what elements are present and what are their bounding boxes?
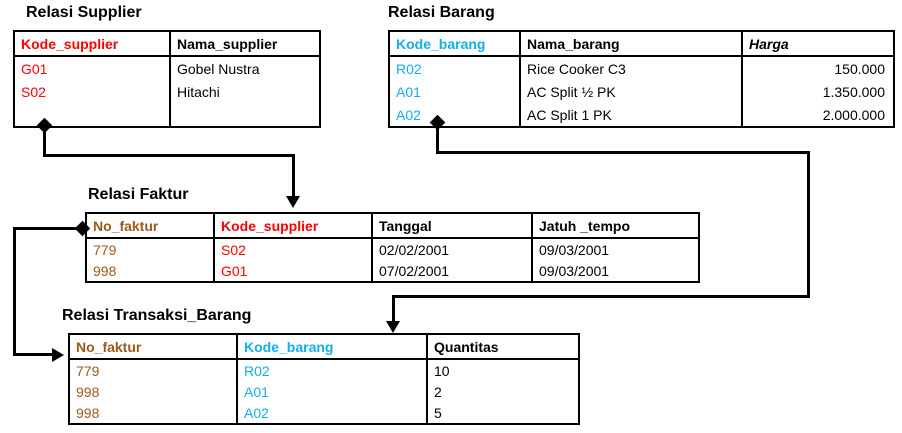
cell-kode-supplier: G01 [213, 260, 372, 281]
faktur-title: Relasi Faktur [88, 186, 189, 203]
cell-kode-supplier: S02 [21, 83, 46, 100]
cell-harga: 150.000 [741, 56, 893, 81]
col-header-kode-supplier: Kode_supplier [15, 32, 170, 57]
connector-segment [807, 151, 810, 298]
table-row: S02 Hitachi [15, 80, 319, 104]
cell-tanggal: 02/02/2001 [371, 238, 532, 260]
relationship-arrowhead-transaksi-no-faktur [52, 348, 64, 362]
table-header-row: Kode_supplier Nama_supplier [15, 32, 319, 57]
table-row: R02 Rice Cooker C3 150.000 [390, 56, 893, 81]
col-header-quantitas: Quantitas [426, 335, 578, 360]
relationship-arrowhead-transaksi-kode-barang [386, 321, 400, 333]
col-header-nama-supplier: Nama_supplier [169, 32, 319, 57]
cell-quantitas: 5 [426, 402, 578, 423]
cell-harga: 2.000.000 [741, 103, 893, 126]
col-header-kode-barang: Kode_barang [390, 32, 520, 57]
connector-segment [13, 227, 81, 230]
cell-jatuh-tempo: 09/03/2001 [531, 260, 698, 281]
cell-jatuh-tempo: 09/03/2001 [531, 238, 698, 260]
cell-no-faktur: 998 [76, 383, 100, 400]
table-relasi-supplier: Kode_supplier Nama_supplier G01 Gobel Nu… [13, 30, 321, 128]
connector-segment [292, 154, 295, 196]
cell-no-faktur: 779 [93, 241, 117, 258]
table-row: A02 AC Split 1 PK 2.000.000 [390, 103, 893, 126]
table-header-row: No_faktur Kode_barang Quantitas [70, 335, 578, 360]
cell-kode-supplier: G01 [21, 60, 48, 77]
table-row: A01 AC Split ½ PK 1.350.000 [390, 80, 893, 104]
table-relasi-barang: Kode_barang Nama_barang Harga R02 Rice C… [388, 30, 895, 128]
table-row: G01 Gobel Nustra [15, 56, 319, 81]
transaksi-barang-title: Relasi Transaksi_Barang [62, 307, 252, 324]
cell-kode-barang: R02 [236, 359, 427, 381]
cell-empty [169, 103, 319, 126]
cell-no-faktur: 779 [76, 362, 100, 379]
connector-segment [392, 295, 810, 298]
relationship-arrowhead-faktur-kode-supplier [286, 196, 300, 208]
connector-segment [43, 126, 46, 157]
connector-segment [43, 154, 295, 157]
table-row: 998 A01 2 [70, 381, 578, 402]
connector-segment [13, 353, 53, 356]
cell-kode-barang: A02 [396, 106, 421, 123]
table-row: 779 R02 10 [70, 359, 578, 381]
cell-harga: 1.350.000 [741, 80, 893, 104]
barang-title: Relasi Barang [388, 4, 495, 21]
cell-kode-barang: A01 [236, 381, 427, 402]
table-row: 779 S02 02/02/2001 09/03/2001 [87, 238, 698, 260]
connector-segment [392, 295, 395, 322]
cell-kode-supplier: S02 [213, 238, 372, 260]
col-header-kode-barang: Kode_barang [236, 335, 427, 360]
table-row-filler [15, 103, 319, 126]
col-header-no-faktur: No_faktur [87, 214, 214, 239]
cell-kode-barang: A02 [236, 402, 427, 423]
col-header-no-faktur: No_faktur [70, 335, 237, 360]
cell-quantitas: 2 [426, 381, 578, 402]
connector-segment [436, 151, 810, 154]
table-relasi-transaksi-barang: No_faktur Kode_barang Quantitas 779 R02 … [68, 333, 580, 425]
cell-no-faktur: 998 [76, 404, 100, 421]
cell-nama-supplier: Hitachi [169, 80, 319, 104]
cell-nama-supplier: Gobel Nustra [169, 56, 319, 81]
table-relasi-faktur: No_faktur Kode_supplier Tanggal Jatuh _t… [85, 212, 700, 283]
col-header-kode-supplier: Kode_supplier [213, 214, 372, 239]
cell-kode-barang: A01 [396, 83, 421, 100]
table-header-row: Kode_barang Nama_barang Harga [390, 32, 893, 57]
col-header-tanggal: Tanggal [371, 214, 532, 239]
table-row: 998 A02 5 [70, 402, 578, 423]
cell-quantitas: 10 [426, 359, 578, 381]
col-header-jatuh-tempo: Jatuh _tempo [531, 214, 698, 239]
cell-kode-barang: R02 [396, 60, 422, 77]
col-header-harga: Harga [741, 32, 893, 57]
table-header-row: No_faktur Kode_supplier Tanggal Jatuh _t… [87, 214, 698, 239]
cell-tanggal: 07/02/2001 [371, 260, 532, 281]
connector-segment [13, 227, 16, 355]
cell-nama-barang: Rice Cooker C3 [519, 56, 742, 81]
col-header-nama-barang: Nama_barang [519, 32, 742, 57]
cell-nama-barang: AC Split 1 PK [519, 103, 742, 126]
cell-no-faktur: 998 [93, 262, 117, 279]
cell-nama-barang: AC Split ½ PK [519, 80, 742, 104]
supplier-title: Relasi Supplier [26, 4, 142, 21]
table-row: 998 G01 07/02/2001 09/03/2001 [87, 260, 698, 281]
connector-segment [436, 123, 439, 154]
